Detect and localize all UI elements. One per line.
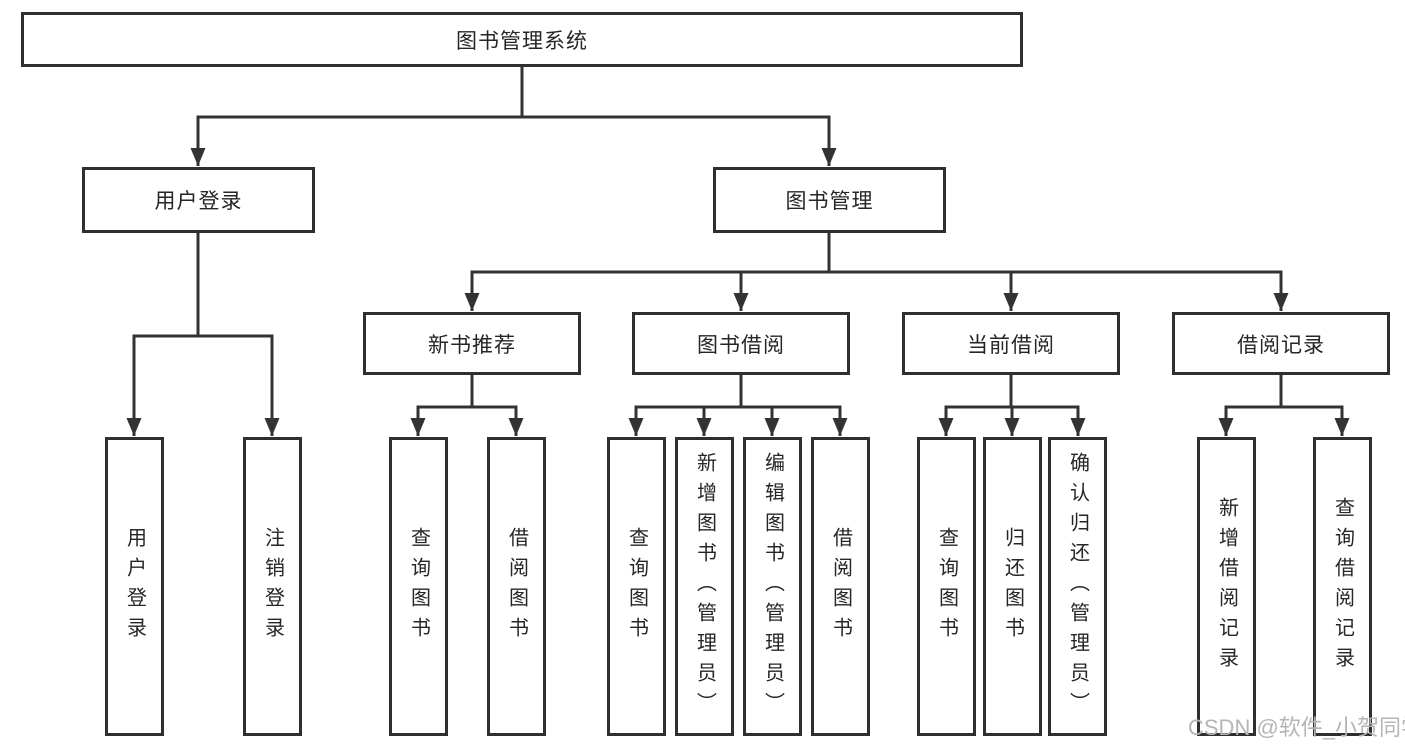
leaf-logout: 注销登录 bbox=[243, 437, 302, 736]
leaf-borrowing-add-books-admin-label: 新增图书（管理员） bbox=[693, 451, 716, 722]
leaf-borrowing-add-books-admin: 新增图书（管理员） bbox=[675, 437, 734, 736]
leaf-borrowing-query-books: 查询图书 bbox=[607, 437, 666, 736]
leaf-current-confirm-return-admin: 确认归还（管理员） bbox=[1048, 437, 1107, 736]
leaf-current-query-books-label: 查询图书 bbox=[935, 526, 958, 647]
leaf-user-login-label: 用户登录 bbox=[123, 526, 146, 647]
leaf-current-return-books: 归还图书 bbox=[983, 437, 1042, 736]
node-book-management-label: 图书管理 bbox=[785, 190, 874, 213]
node-borrowing-records: 借阅记录 bbox=[1172, 312, 1390, 375]
node-book-management: 图书管理 bbox=[713, 167, 946, 233]
leaf-borrowing-borrow-books: 借阅图书 bbox=[811, 437, 870, 736]
leaf-recommend-borrow-books: 借阅图书 bbox=[487, 437, 546, 736]
node-book-borrowing: 图书借阅 bbox=[632, 312, 850, 375]
node-root: 图书管理系统 bbox=[21, 12, 1023, 67]
leaf-recommend-borrow-books-label: 借阅图书 bbox=[505, 526, 528, 647]
leaf-recommend-query-books: 查询图书 bbox=[389, 437, 448, 736]
node-new-book-recommend: 新书推荐 bbox=[363, 312, 581, 375]
leaf-current-return-books-label: 归还图书 bbox=[1001, 526, 1024, 647]
leaf-borrowing-edit-books-admin-label: 编辑图书（管理员） bbox=[761, 451, 784, 722]
node-root-label: 图书管理系统 bbox=[456, 29, 588, 53]
leaf-current-query-books: 查询图书 bbox=[917, 437, 976, 736]
leaf-records-add-record: 新增借阅记录 bbox=[1197, 437, 1256, 736]
node-current-borrowing: 当前借阅 bbox=[902, 312, 1120, 375]
leaf-logout-label: 注销登录 bbox=[261, 526, 284, 647]
node-new-book-recommend-label: 新书推荐 bbox=[428, 333, 516, 357]
leaf-current-confirm-return-admin-label: 确认归还（管理员） bbox=[1066, 451, 1089, 722]
leaf-records-query-record-label: 查询借阅记录 bbox=[1331, 496, 1354, 677]
csdn-watermark: CSDN @软件_小贺同学 bbox=[1188, 715, 1405, 740]
node-user-login: 用户登录 bbox=[82, 167, 315, 233]
node-borrowing-records-label: 借阅记录 bbox=[1237, 333, 1325, 357]
leaf-recommend-query-books-label: 查询图书 bbox=[407, 526, 430, 647]
leaf-borrowing-borrow-books-label: 借阅图书 bbox=[829, 526, 852, 647]
node-current-borrowing-label: 当前借阅 bbox=[967, 333, 1055, 357]
leaf-user-login: 用户登录 bbox=[105, 437, 164, 736]
leaf-records-add-record-label: 新增借阅记录 bbox=[1215, 496, 1238, 677]
leaf-borrowing-query-books-label: 查询图书 bbox=[625, 526, 648, 647]
leaf-records-query-record: 查询借阅记录 bbox=[1313, 437, 1372, 736]
node-user-login-label: 用户登录 bbox=[154, 190, 243, 213]
leaf-borrowing-edit-books-admin: 编辑图书（管理员） bbox=[743, 437, 802, 736]
node-book-borrowing-label: 图书借阅 bbox=[697, 333, 785, 357]
